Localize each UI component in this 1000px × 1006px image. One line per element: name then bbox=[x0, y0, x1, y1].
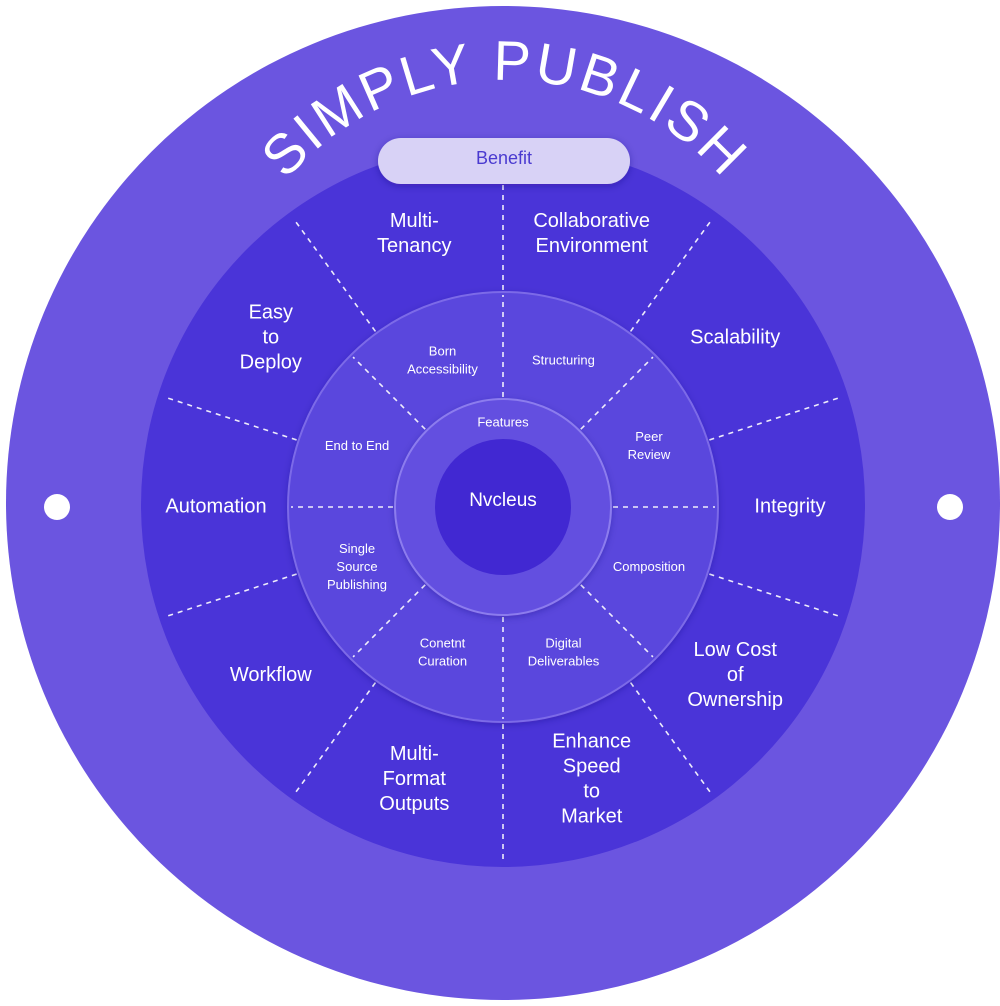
benefit-integrity-line: Integrity bbox=[754, 495, 825, 517]
feature-composition-line: Composition bbox=[613, 559, 685, 574]
benefit-workflow: Workflow bbox=[230, 664, 312, 686]
feature-dividers bbox=[291, 295, 715, 719]
benefit-divider bbox=[165, 573, 297, 618]
benefit-pill-shape bbox=[378, 138, 630, 184]
benefit-automation: Automation bbox=[165, 495, 266, 517]
feature-conetnt-curation-line: Conetnt bbox=[420, 635, 466, 650]
feature-divider bbox=[580, 584, 654, 658]
benefit-divider bbox=[709, 396, 841, 441]
feature-structuring: Structuring bbox=[532, 352, 595, 367]
benefit-low-cost-of-ownership-line: of bbox=[727, 664, 744, 686]
features-label: Features bbox=[477, 414, 529, 429]
benefit-divider bbox=[629, 682, 713, 795]
benefit-multi-tenancy-line: Tenancy bbox=[377, 235, 452, 257]
benefit-divider bbox=[165, 396, 297, 441]
feature-structuring-line: Structuring bbox=[532, 352, 595, 367]
feature-born-accessibility-line: Accessibility bbox=[407, 361, 478, 376]
benefit-divider bbox=[293, 682, 377, 795]
benefit-divider bbox=[709, 573, 841, 618]
benefit-scalability-line: Scalability bbox=[690, 327, 780, 349]
benefit-easy-to-deploy-line: Easy bbox=[249, 302, 293, 324]
feature-digital-deliverables-line: Deliverables bbox=[528, 653, 600, 668]
benefit-automation-line: Automation bbox=[165, 495, 266, 517]
benefit-workflow-line: Workflow bbox=[230, 664, 312, 686]
feature-divider bbox=[580, 356, 654, 430]
feature-digital-deliverables-line: Digital bbox=[545, 635, 581, 650]
feature-peer-review-line: Peer bbox=[635, 429, 663, 444]
benefit-multi-format-outputs-line: Outputs bbox=[379, 793, 449, 815]
feature-single-source-publishing-line: Source bbox=[336, 559, 377, 574]
right-dot bbox=[937, 494, 963, 520]
benefit-scalability: Scalability bbox=[690, 327, 780, 349]
benefit-enhance-speed-to-market-line: Enhance bbox=[552, 731, 631, 753]
benefit-collaborative-environment-line: Environment bbox=[536, 235, 649, 257]
feature-peer-review-line: Review bbox=[628, 447, 671, 462]
features-band-border bbox=[394, 398, 612, 616]
left-dot bbox=[44, 494, 70, 520]
feature-single-source-publishing-line: Publishing bbox=[327, 577, 387, 592]
benefit-low-cost-of-ownership-line: Low Cost bbox=[694, 639, 778, 661]
benefit-multi-format-outputs-line: Format bbox=[383, 768, 447, 790]
nucleus-label: Nvcleus bbox=[469, 490, 537, 511]
feature-end-to-end: End to End bbox=[325, 438, 389, 453]
benefit-multi-tenancy: Multi- Tenancy bbox=[377, 210, 452, 257]
benefit-collaborative-environment-line: Collaborative bbox=[533, 210, 650, 232]
benefit-dividers bbox=[165, 152, 841, 862]
feature-divider bbox=[352, 584, 426, 658]
feature-conetnt-curation-line: Curation bbox=[418, 653, 467, 668]
feature-composition: Composition bbox=[613, 559, 685, 574]
benefit-divider bbox=[629, 219, 713, 332]
feature-end-to-end-line: End to End bbox=[325, 438, 389, 453]
benefit-low-cost-of-ownership-line: Ownership bbox=[687, 689, 783, 711]
benefit-easy-to-deploy-line: Deploy bbox=[240, 352, 302, 374]
benefit-integrity: Integrity bbox=[754, 495, 825, 517]
feature-divider bbox=[352, 356, 426, 430]
benefit-enhance-speed-to-market-line: Speed bbox=[563, 756, 621, 778]
benefit-divider bbox=[293, 219, 377, 332]
feature-born-accessibility-line: Born bbox=[429, 343, 456, 358]
benefit-enhance-speed-to-market-line: to bbox=[583, 781, 600, 803]
benefit-easy-to-deploy-line: to bbox=[262, 327, 279, 349]
feature-single-source-publishing-line: Single bbox=[339, 541, 375, 556]
benefit-multi-tenancy-line: Multi- bbox=[390, 210, 439, 232]
benefit-multi-format-outputs-line: Multi- bbox=[390, 743, 439, 765]
feature-ring-border bbox=[287, 291, 719, 723]
nucleus-circle bbox=[435, 439, 571, 575]
benefit-enhance-speed-to-market-line: Market bbox=[561, 806, 623, 828]
benefit-label: Benefit bbox=[476, 148, 532, 168]
benefit-pill: Benefit bbox=[378, 138, 630, 184]
